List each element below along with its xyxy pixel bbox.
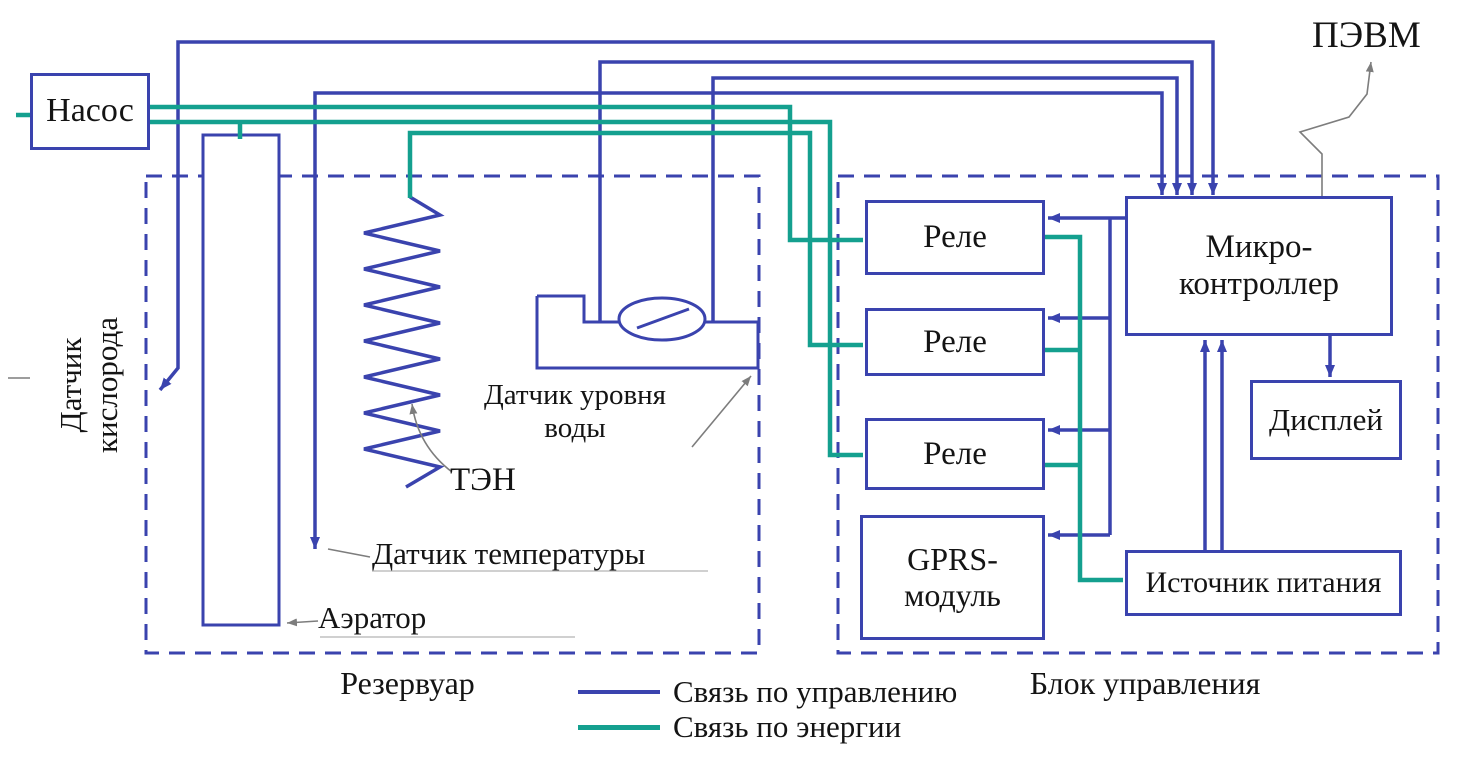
wire-pump-to-relay1 bbox=[150, 104, 863, 243]
energy-wires bbox=[16, 104, 1123, 583]
power-supply-label: Источник питания bbox=[1145, 566, 1382, 600]
wire-level-left-to-mcu bbox=[598, 60, 1197, 322]
wire-aerator-to-relay3 bbox=[150, 119, 863, 458]
power-supply-box: Источник питания bbox=[1125, 550, 1402, 616]
level-sensor-label-line1: Датчик уровня bbox=[483, 379, 667, 411]
oxygen-sensor-label-line1: Датчик bbox=[53, 337, 88, 433]
reservoir-caption: Резервуар bbox=[340, 665, 475, 701]
control-unit-dashed-frame bbox=[836, 174, 1440, 655]
level-sensor-label-line2: воды bbox=[544, 412, 606, 445]
leader-level-sensor bbox=[691, 375, 752, 448]
aerator-label: Аэратор bbox=[318, 600, 427, 635]
wire-heater-to-relay2 bbox=[407, 130, 863, 348]
legend-control-label: Связь по управлению bbox=[673, 674, 958, 709]
legend-energy-label: Связь по энергии bbox=[673, 709, 902, 744]
wire-temperature-to-mcu bbox=[310, 91, 1167, 549]
heater-label: ТЭН bbox=[450, 462, 516, 498]
oxygen-sensor-label: Датчик кислорода bbox=[53, 275, 129, 495]
level-sensor-label: Датчик уровня воды bbox=[450, 379, 700, 446]
control-unit-caption: Блок управления bbox=[1029, 665, 1261, 701]
level-sensor-shape bbox=[535, 294, 760, 370]
leader-temperature bbox=[327, 548, 371, 558]
legend-row-control: Связь по управлению bbox=[578, 674, 958, 709]
aerator-shape bbox=[201, 133, 281, 627]
leader-lines bbox=[8, 61, 1374, 638]
display-label: Дисплей bbox=[1269, 401, 1383, 437]
wire-level-right-to-mcu bbox=[711, 76, 1182, 322]
oxygen-sensor-label-line2: кислорода bbox=[88, 316, 124, 454]
pc-label: ПЭВМ bbox=[1312, 15, 1421, 56]
control-wires bbox=[158, 40, 1335, 550]
legend-energy-line bbox=[578, 724, 660, 730]
wire-power-bus bbox=[1045, 234, 1123, 583]
leader-heater bbox=[409, 403, 453, 473]
display-box: Дисплей bbox=[1250, 380, 1402, 460]
leader-pc bbox=[1298, 61, 1374, 196]
legend-control-line bbox=[578, 690, 660, 694]
wire-oxygen-to-mcu bbox=[158, 40, 1218, 392]
leader-aerator bbox=[286, 618, 319, 627]
pump-label: Насос bbox=[46, 92, 134, 130]
mcu-label-line1: Микро- bbox=[1205, 229, 1313, 266]
heater-zigzag bbox=[363, 195, 445, 489]
legend-row-energy: Связь по энергии bbox=[578, 709, 902, 744]
gprs-label-line2: модуль bbox=[904, 576, 1001, 613]
pump-box: Насос bbox=[30, 73, 150, 150]
temperature-sensor-label: Датчик температуры bbox=[372, 536, 646, 571]
